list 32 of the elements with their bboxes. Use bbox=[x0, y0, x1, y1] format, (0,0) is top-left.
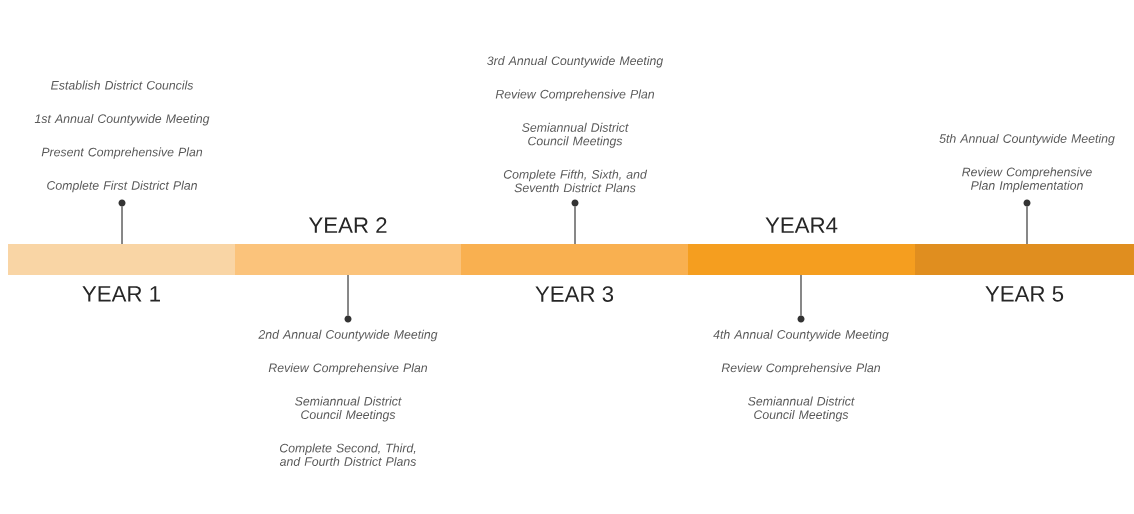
milestone-text: 3rd Annual Countywide Meeting Review Comprehensive Plan Semiannual District Council Meetings Complete Fifth, Sixth, and Seventh District Plans bbox=[487, 56, 664, 193]
node-label: Present Comprehensive Plan bbox=[41, 147, 203, 159]
timeline-segment: YEAR 3 bbox=[461, 244, 688, 302]
milestone-stem bbox=[800, 274, 802, 317]
milestone-stem bbox=[1026, 205, 1028, 245]
milestone-text: 5th Annual Countywide Meeting Review Comprehensive Plan Implementation bbox=[939, 133, 1115, 193]
milestone-text: 4th Annual Countywide Meeting Review Comprehensive Plan Semiannual District Council Meetings bbox=[713, 329, 889, 422]
milestone-stem bbox=[574, 205, 576, 245]
node-label: Complete First District Plan bbox=[47, 180, 197, 193]
node-label: YEAR 1 bbox=[82, 286, 160, 302]
node-label: 2nd Annual Countywide Meeting bbox=[258, 329, 438, 342]
node-label: Semiannual District Council Meetings bbox=[295, 396, 402, 422]
node-label: Review Comprehensive Plan bbox=[268, 363, 428, 375]
timeline-segment: YEAR 1 bbox=[8, 244, 235, 302]
node-label: Semiannual District Council Meetings bbox=[522, 122, 629, 148]
node-label: YEAR4 bbox=[765, 217, 838, 233]
node-label: YEAR 2 bbox=[308, 217, 387, 233]
node-label: YEAR 5 bbox=[985, 286, 1064, 302]
node-label: 3rd Annual Countywide Meeting bbox=[487, 56, 664, 68]
milestone-text: 2nd Annual Countywide Meeting Review Comprehensive Plan Semiannual District Council Meetings Complete Second, Third, and Fourth District Plans bbox=[258, 329, 438, 466]
milestone-text: Establish District Councils 1st Annual Countywide Meeting Present Comprehensive Plan Complete First District Plan bbox=[34, 80, 210, 193]
node-label: Complete Second, Third, and Fourth District Plans bbox=[279, 443, 417, 466]
timeline-segment: YEAR4 bbox=[688, 217, 915, 275]
timeline-segment: YEAR 5 bbox=[915, 244, 1134, 302]
timeline-segment: YEAR 2 bbox=[235, 217, 461, 275]
node-label: Establish District Councils bbox=[50, 80, 194, 90]
node-label: YEAR 3 bbox=[535, 286, 614, 302]
node-label: 1st Annual Countywide Meeting bbox=[34, 113, 210, 126]
milestone-stem bbox=[121, 205, 123, 245]
milestone-stem bbox=[347, 274, 349, 317]
node-label: Review Comprehensive Plan bbox=[495, 89, 655, 101]
node-label: Complete Fifth, Sixth, and Seventh District Plans bbox=[503, 169, 648, 193]
